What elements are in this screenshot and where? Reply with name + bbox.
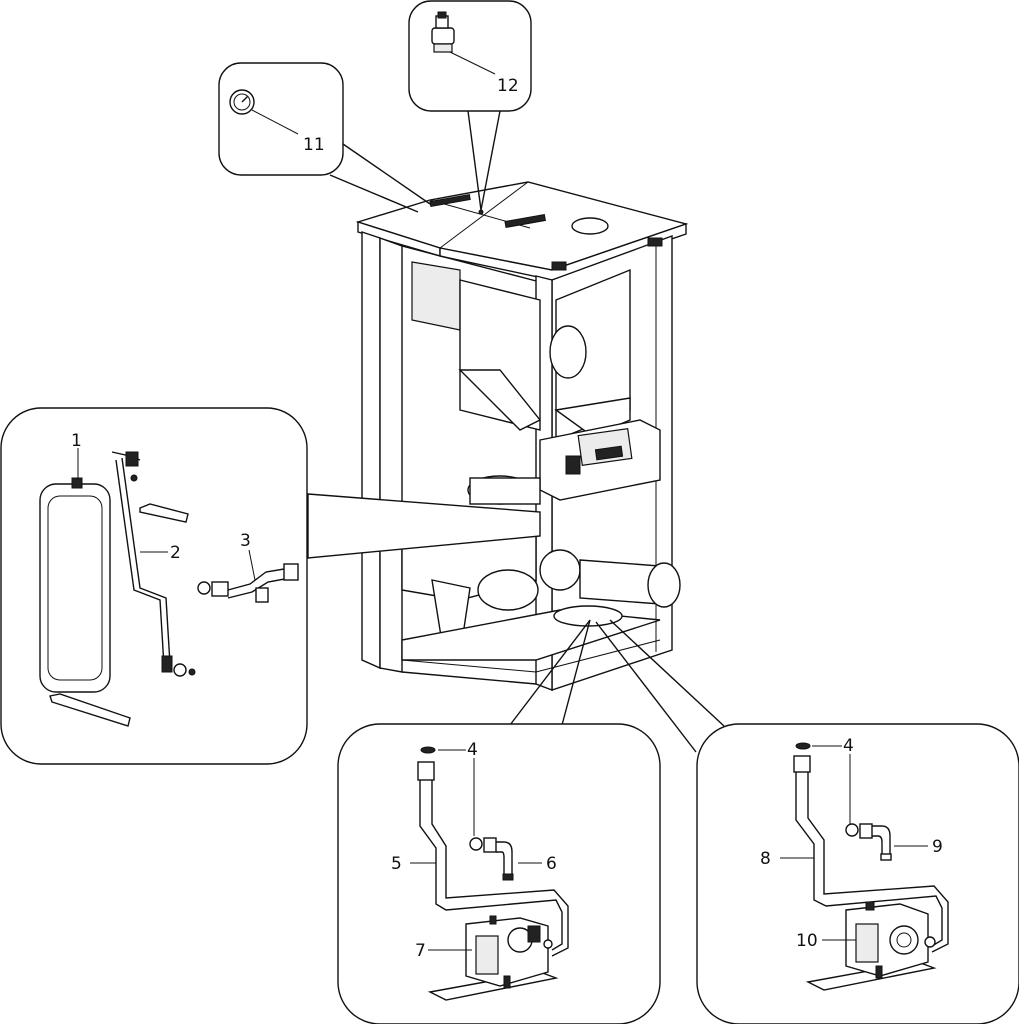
pump-assembly-icon-b [805,901,937,991]
gasket-icon [420,746,436,754]
mounting-bracket-bottom [49,693,131,727]
boiler-cabinet [355,181,689,692]
callout-3: 3 [240,531,251,551]
callout-11: 11 [303,135,325,155]
pressure-gauge-icon [229,89,255,115]
callout-4a: 4 [467,740,478,760]
air-vent-valve-icon [431,11,455,53]
callout-4b: 4 [843,736,854,756]
pipe-fitting-icon [197,563,299,603]
supply-pipe-icon [417,761,569,957]
supply-pipe-icon-b [793,755,949,953]
callout-12: 12 [497,76,519,96]
callout-1: 1 [71,431,82,451]
detail-bubble-expansion-vessel: 1 2 3 [0,407,541,765]
callout-6: 6 [546,854,557,874]
expansion-vessel-icon [39,477,111,693]
detail-bubble-pump-group-a: 5 4 6 7 [337,619,661,1024]
callout-7: 7 [415,941,426,961]
callout-2: 2 [170,543,181,563]
elbow-pipe-icon-b [845,823,892,861]
elbow-pipe-icon [469,837,514,881]
callout-5: 5 [391,854,402,874]
callout-8: 8 [760,849,771,869]
detail-bubble-11: 11 [218,62,431,213]
callout-10: 10 [796,931,818,951]
callout-9: 9 [932,837,943,857]
detail-bubble-pump-group-b: 8 4 9 10 [595,619,1019,1024]
detail-bubble-12: 12 [408,0,532,211]
pump-assembly-icon [427,915,559,1001]
mounting-bracket-top [139,503,189,523]
gasket-icon-b [795,742,811,750]
flexible-pipe-icon [111,451,196,677]
